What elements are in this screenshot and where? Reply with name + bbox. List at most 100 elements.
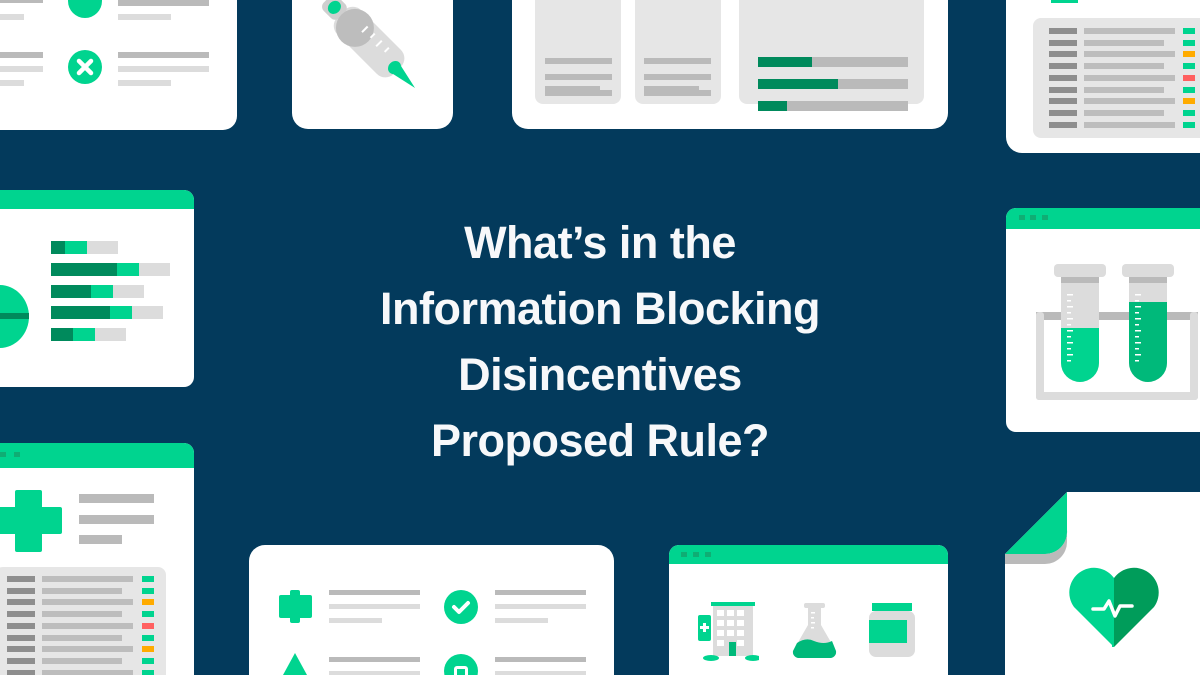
- text-line: [495, 671, 586, 675]
- row-value: [42, 576, 133, 582]
- headline-line-2: Information Blocking: [380, 283, 821, 334]
- text-line: [118, 52, 209, 58]
- stacked-bar: [51, 328, 126, 341]
- syringe-icon: [322, 0, 416, 89]
- text-line: [0, 52, 43, 58]
- row-value: [42, 646, 133, 653]
- text-line: [118, 14, 171, 20]
- text-line: [495, 657, 586, 662]
- row-label: [7, 646, 35, 653]
- status-list-panel: [0, 567, 166, 675]
- row-label: [7, 657, 35, 664]
- text-line: [0, 0, 43, 3]
- row-label: [1049, 63, 1077, 70]
- row-label: [1049, 74, 1077, 81]
- row-value: [42, 634, 122, 641]
- text-line: [79, 535, 122, 544]
- pie-chart-icon: [0, 285, 29, 348]
- checklist-card: [0, 0, 237, 130]
- window-titlebar: [669, 545, 948, 564]
- check-circle-icon: [68, 0, 102, 18]
- row-label: [1049, 28, 1077, 34]
- progress-bar: [758, 79, 908, 89]
- hospital-icon: [698, 602, 759, 661]
- medicine-jar-icon: [869, 603, 915, 657]
- text-line: [0, 80, 24, 86]
- status-indicator: [1183, 63, 1195, 70]
- row-value: [1084, 63, 1164, 70]
- health-document-card: [1005, 492, 1200, 675]
- status-indicator: [142, 646, 154, 653]
- text-line: [79, 515, 154, 524]
- text-line: [329, 604, 420, 609]
- row-value: [42, 622, 133, 629]
- drop-icon: [283, 653, 307, 675]
- headline-line-4: Proposed Rule?: [430, 415, 770, 466]
- text-line: [329, 671, 420, 675]
- row-label: [7, 669, 35, 675]
- heart-pulse-icon: [1069, 567, 1159, 647]
- row-label: [1049, 39, 1077, 46]
- flask-icon: [792, 603, 837, 658]
- row-value: [42, 599, 133, 606]
- test-tube-rack-icon: [1036, 264, 1198, 400]
- stacked-bar: [51, 285, 144, 298]
- text-line: [118, 0, 209, 6]
- status-indicator: [1183, 109, 1195, 116]
- status-indicator: [1183, 51, 1195, 58]
- stacked-bar: [51, 306, 163, 319]
- text-line: [118, 80, 171, 86]
- row-value: [1084, 74, 1175, 81]
- icon-list-card: [249, 545, 614, 675]
- status-indicator: [142, 599, 154, 606]
- row-value: [1084, 51, 1175, 58]
- text-line: [329, 657, 420, 662]
- status-indicator: [142, 634, 154, 641]
- pill-circle-icon: [444, 654, 478, 675]
- headline-line-1: What’s in the: [464, 217, 736, 268]
- row-value: [42, 611, 122, 618]
- row-value: [42, 587, 122, 594]
- row-label: [1049, 109, 1077, 116]
- row-label: [1049, 86, 1077, 93]
- row-label: [7, 611, 35, 618]
- test-tube-icon: [1122, 264, 1174, 382]
- row-value: [42, 657, 122, 664]
- status-indicator: [142, 669, 154, 675]
- check-circle-icon: [444, 590, 478, 624]
- facilities-card: [669, 545, 948, 675]
- status-list-card: [1006, 0, 1200, 153]
- status-indicator: [142, 611, 154, 618]
- window-titlebar: [0, 190, 194, 209]
- row-value: [1084, 86, 1164, 93]
- window-titlebar: [1006, 208, 1200, 229]
- row-value: [1084, 39, 1164, 46]
- stacked-bar: [51, 241, 118, 254]
- status-indicator: [142, 587, 154, 594]
- headline-line-3: Disincentives: [458, 349, 742, 400]
- accent-bar: [1051, 0, 1078, 3]
- row-value: [1084, 28, 1175, 34]
- row-value: [1084, 121, 1175, 128]
- medical-record-card: [0, 443, 194, 675]
- status-indicator: [1183, 86, 1195, 93]
- test-tubes-card: [1006, 208, 1200, 432]
- text-line: [329, 590, 420, 595]
- status-indicator: [142, 657, 154, 664]
- progress-panel: [739, 0, 924, 111]
- row-value: [1084, 109, 1164, 116]
- status-indicator: [1183, 28, 1195, 34]
- text-line: [118, 66, 209, 72]
- status-indicator: [1183, 121, 1195, 128]
- text-line: [0, 66, 43, 72]
- status-indicator: [1183, 74, 1195, 81]
- text-line: [495, 604, 586, 609]
- status-indicator: [1183, 39, 1195, 46]
- row-label: [7, 576, 35, 582]
- row-value: [42, 669, 133, 675]
- syringe-card: [292, 0, 453, 129]
- status-indicator: [142, 576, 154, 582]
- row-label: [1049, 98, 1077, 105]
- progress-bar: [758, 57, 908, 67]
- x-circle-icon: [68, 50, 102, 84]
